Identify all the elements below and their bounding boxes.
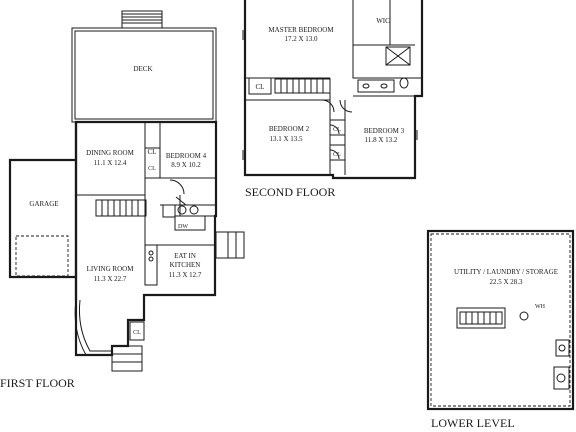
deck-stairs	[121, 10, 163, 29]
second-floor-bath	[357, 46, 411, 93]
front-steps	[111, 345, 143, 372]
closet-label-3: CL	[133, 330, 141, 336]
laundry-washer	[555, 339, 570, 357]
deck-outline	[71, 27, 217, 123]
first-floor-title: FIRST FLOOR	[0, 376, 75, 390]
bedroom-3-name: BEDROOM 3	[364, 127, 405, 135]
second-floor-stairs	[274, 78, 331, 94]
bedroom-4-size: 8.9 X 10.2	[171, 161, 201, 169]
first-floor-stairs	[95, 199, 147, 217]
deck-label: DECK	[133, 65, 152, 73]
dishwasher-label: DW	[178, 224, 188, 230]
water-heater-symbol	[519, 311, 529, 321]
second-floor-walls	[243, 0, 424, 180]
laundry-sink	[553, 366, 570, 390]
garage-walls	[8, 158, 76, 279]
lower-level-plan: UTILITY / LAUNDRY / STORAGE 22.5 X 28.3 …	[426, 229, 575, 430]
bedroom-2-name: BEDROOM 2	[269, 125, 310, 133]
living-room-name: LIVING ROOM	[87, 265, 135, 273]
garage-door	[15, 235, 69, 277]
lower-level-walls	[426, 229, 575, 411]
closet-label-2: CL	[148, 166, 156, 172]
kitchen-side-steps	[215, 231, 245, 259]
bedroom-3-size: 11.8 X 13.2	[365, 136, 398, 144]
dining-room-size: 11.1 X 12.4	[94, 159, 127, 167]
garage-label: GARAGE	[29, 200, 58, 208]
kitchen-counters	[144, 204, 206, 286]
second-floor-title: SECOND FLOOR	[245, 185, 335, 199]
first-floor-plan: DECK DINING ROOM 11.1 X 12.4 BEDROOM 4 8…	[0, 10, 245, 390]
kitchen-name-1: EAT IN	[174, 252, 196, 260]
bedroom-4-name: BEDROOM 4	[166, 152, 207, 160]
water-heater-label: WH	[535, 304, 546, 310]
lower-level-title: LOWER LEVEL	[431, 416, 515, 430]
utility-name: UTILITY / LAUNDRY / STORAGE	[454, 268, 558, 276]
living-room-size: 11.3 X 22.7	[94, 275, 127, 283]
closet-label-5: CL	[333, 127, 341, 133]
bedroom-2-size: 13.1 X 13.5	[269, 135, 303, 143]
bay-window	[74, 299, 112, 356]
utility-size: 22.5 X 28.3	[489, 278, 523, 286]
closet-label-1: CL	[148, 148, 157, 156]
kitchen-name-2: KITCHEN	[170, 261, 201, 269]
master-bedroom-size: 17.2 X 13.0	[284, 35, 318, 43]
dining-room-name: DINING ROOM	[86, 149, 134, 157]
second-floor-plan: MASTER BEDROOM 17.2 X 13.0 WIC CL BEDROO…	[242, 0, 424, 199]
wic-label: WIC	[376, 17, 390, 25]
lower-level-stairs	[456, 307, 506, 329]
closet-label-6: CL	[333, 152, 341, 158]
kitchen-size: 11.3 X 12.7	[169, 271, 202, 279]
closet-label-4: CL	[256, 83, 265, 91]
master-bedroom-name: MASTER BEDROOM	[268, 26, 334, 34]
